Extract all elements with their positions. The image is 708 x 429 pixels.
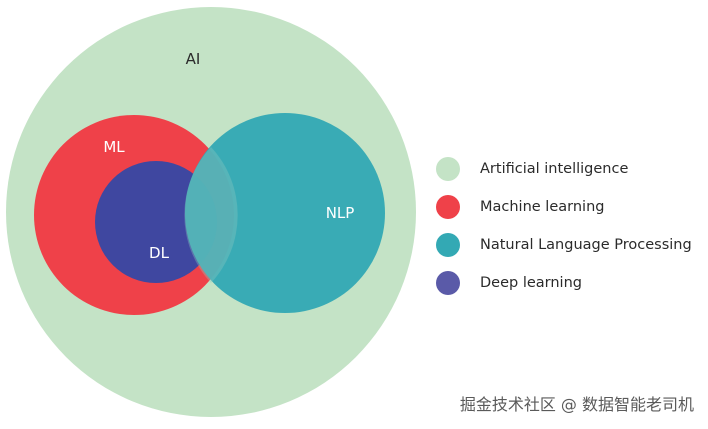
ai-label: AI [186, 50, 201, 68]
legend-swatch-dl [436, 271, 460, 295]
dl-circle [95, 161, 217, 283]
legend-label-ai: Artificial intelligence [480, 161, 629, 177]
watermark: 掘金技术社区 @ 数据智能老司机 [459, 395, 694, 414]
legend-item-nlp: Natural Language Processing [436, 226, 706, 264]
ml-nlp-overlap [184, 147, 238, 283]
legend-label-ml: Machine learning [480, 199, 605, 215]
legend-swatch-ml [436, 195, 460, 219]
legend-item-ml: Machine learning [436, 188, 706, 226]
legend-label-nlp: Natural Language Processing [480, 237, 692, 253]
nlp-circle [185, 113, 385, 313]
legend-item-ai: Artificial intelligence [436, 150, 706, 188]
legend-label-dl: Deep learning [480, 275, 582, 291]
legend-item-dl: Deep learning [436, 264, 706, 302]
legend-swatch-nlp [436, 233, 460, 257]
legend: Artificial intelligence Machine learning… [436, 150, 706, 302]
legend-swatch-ai [436, 157, 460, 181]
dl-label: DL [149, 244, 170, 262]
ml-label: ML [103, 138, 125, 156]
nlp-label: NLP [326, 204, 355, 222]
